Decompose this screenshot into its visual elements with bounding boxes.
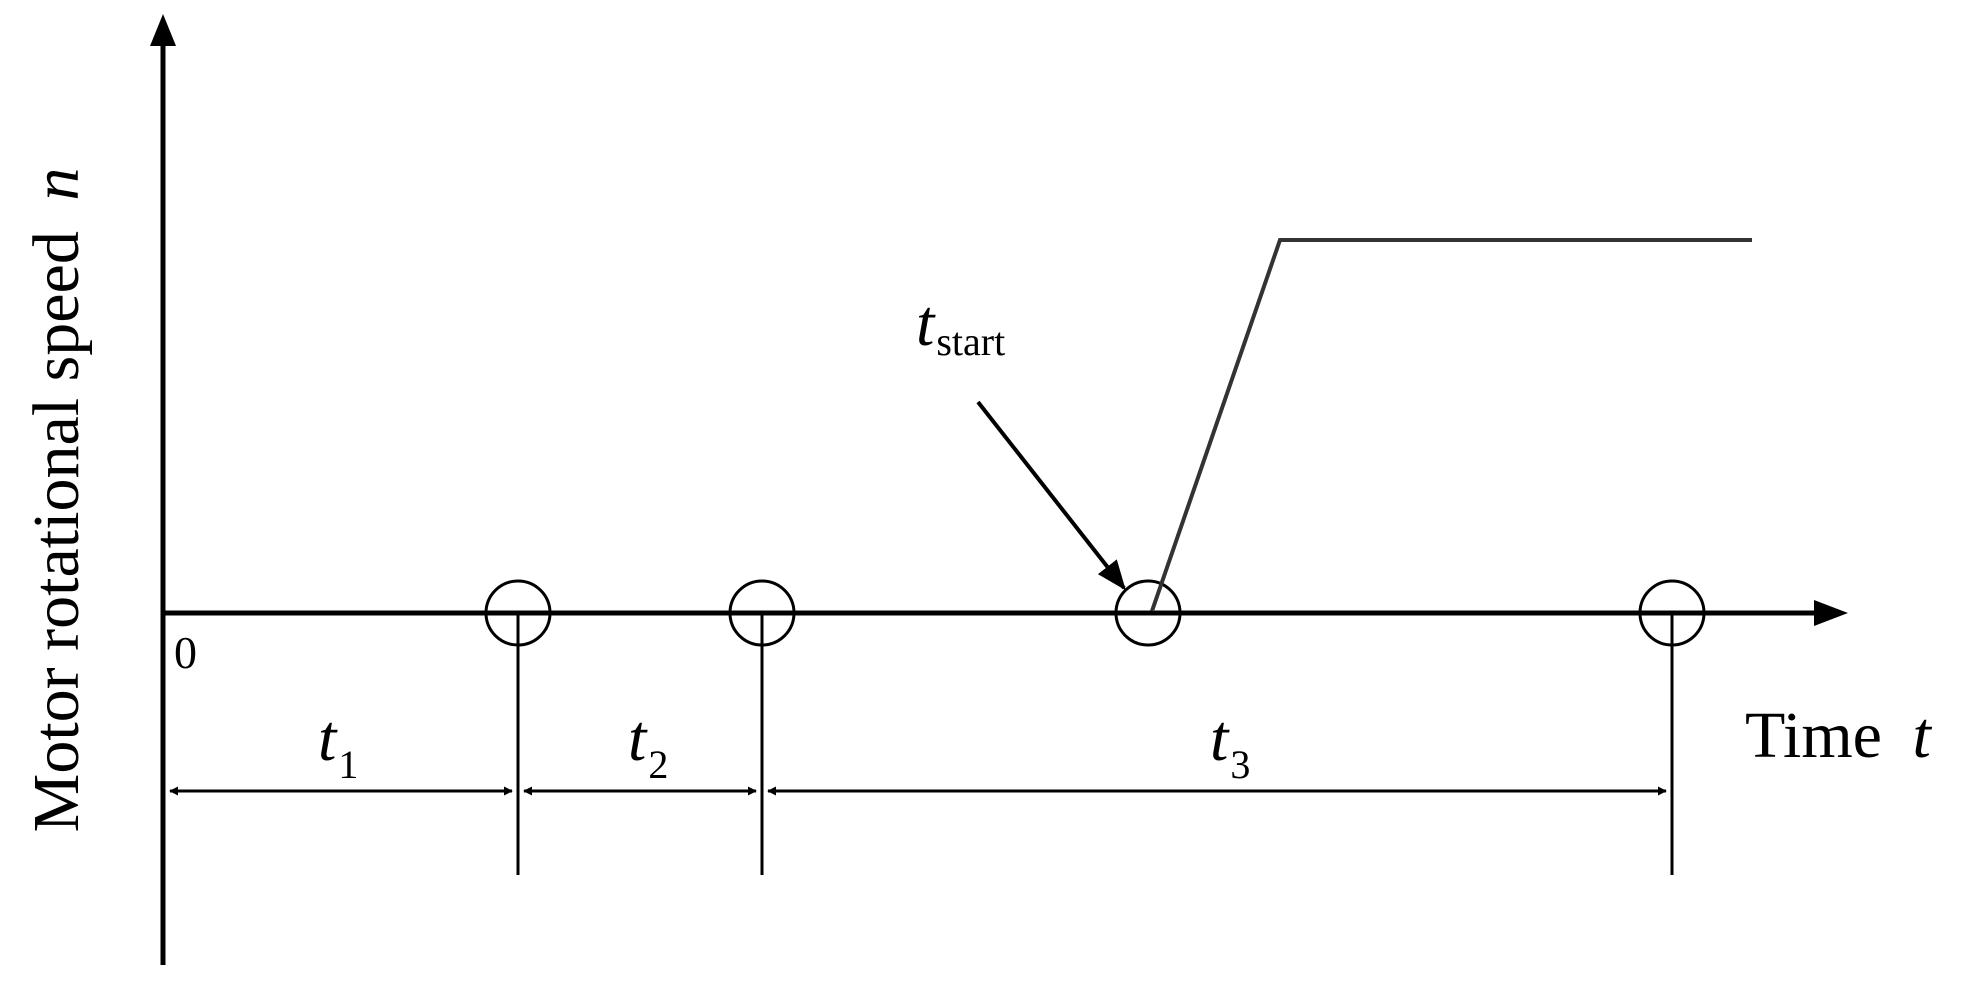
interval-label-2: t2: [628, 702, 668, 787]
start-time-symbol: t: [916, 287, 936, 360]
interval-label-1: t1: [318, 702, 358, 787]
interval-label-1-subscript: 1: [338, 742, 358, 787]
start-time-subscript: start: [936, 319, 1005, 364]
y-axis-label: Motor rotational speed: [20, 231, 93, 832]
x-axis-label: Time: [1745, 699, 1882, 772]
x-axis-title: Time t: [1745, 699, 1932, 772]
speed-curve: [1150, 238, 1752, 612]
y-axis-arrowhead: [150, 14, 176, 46]
interval-label-3: t3: [1210, 702, 1250, 787]
x-axis-arrowhead: [1814, 600, 1848, 626]
interval-label-1-symbol: t: [318, 702, 338, 775]
interval-label-2-subscript: 2: [648, 742, 668, 787]
start-time-pointer: [976, 400, 1126, 591]
start-time-label: tstart: [916, 287, 1005, 364]
interval-label-3-subscript: 3: [1230, 742, 1250, 787]
y-axis-symbol: n: [20, 168, 93, 201]
x-axis-symbol: t: [1912, 699, 1932, 772]
y-axis-title: Motor rotational speed n: [20, 168, 93, 833]
interval-label-2-symbol: t: [628, 702, 648, 775]
interval-label-3-symbol: t: [1210, 702, 1230, 775]
event-marker-start: [1114, 579, 1182, 647]
origin-label: 0: [174, 627, 197, 678]
